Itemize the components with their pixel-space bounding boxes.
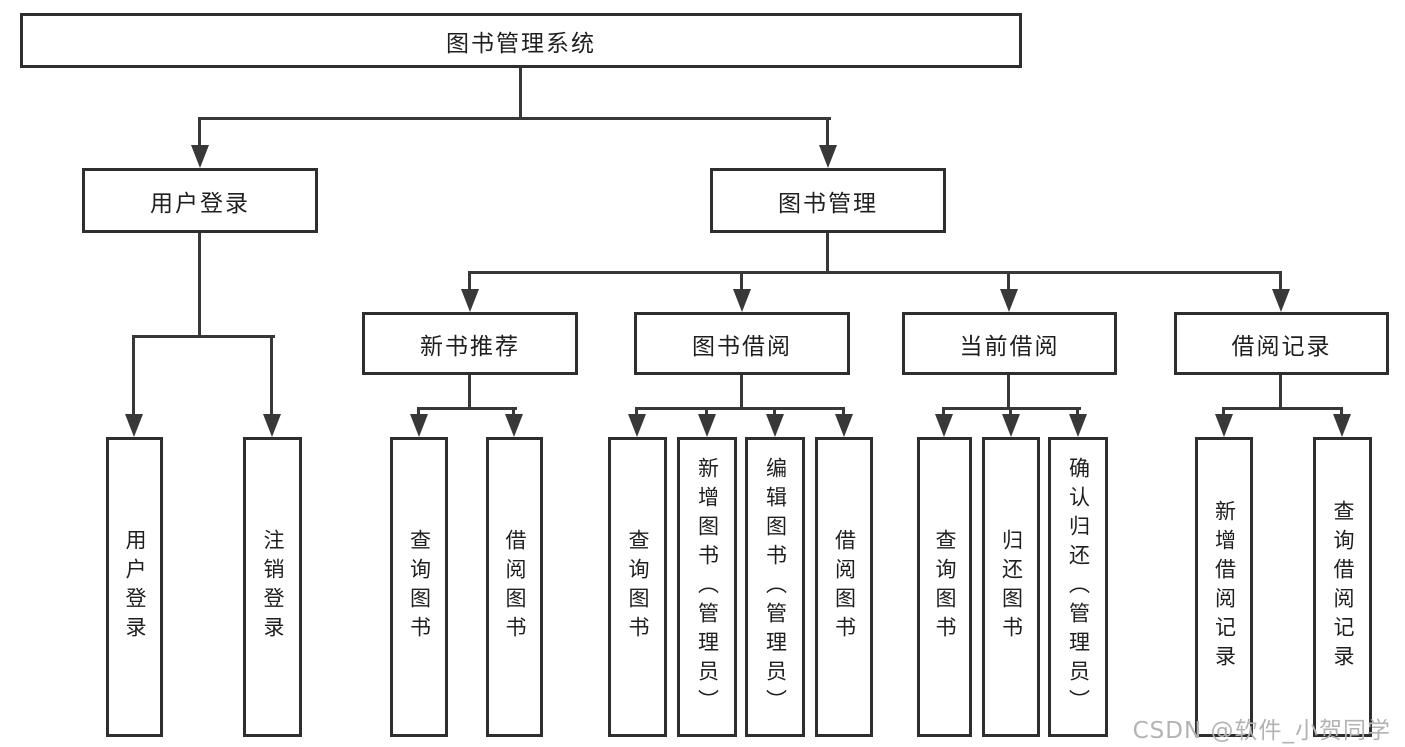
arrow-down-icon [766, 414, 784, 437]
leaf-query-borrow-record: 查询借阅记录 [1313, 437, 1372, 737]
connector-line [826, 118, 829, 148]
arrow-down-icon [1002, 414, 1020, 437]
leaf-return-book: 归还图书 [982, 437, 1040, 737]
connector-line [468, 271, 1282, 274]
connector-line [1076, 408, 1079, 418]
arrow-down-icon [733, 289, 751, 312]
leaf-user-login-label: 用户登录 [123, 529, 148, 645]
arrow-down-icon [819, 145, 837, 168]
arrow-down-icon [835, 414, 853, 437]
leaf-query-book-borrow-label: 查询图书 [626, 529, 651, 645]
leaf-edit-book-admin: 编辑图书（管理员） [745, 437, 805, 737]
leaf-add-book-admin-label: 新增图书（管理员） [695, 456, 720, 718]
connector-line [773, 408, 776, 418]
leaf-query-book-current: 查询图书 [917, 437, 972, 737]
connector-line [1007, 375, 1010, 408]
node-current-borrow: 当前借阅 [902, 312, 1117, 375]
node-book-borrow-label: 图书借阅 [692, 333, 792, 360]
connector-line [468, 272, 471, 292]
node-new-book-recommend: 新书推荐 [362, 312, 578, 375]
connector-line [1222, 407, 1343, 410]
arrow-down-icon [1000, 289, 1018, 312]
connector-line [417, 407, 517, 410]
leaf-logout: 注销登录 [243, 437, 302, 737]
node-borrow-records: 借阅记录 [1174, 312, 1389, 375]
leaf-borrow-book-label: 借阅图书 [832, 529, 857, 645]
node-borrow-records-label: 借阅记录 [1231, 333, 1332, 360]
arrow-down-icon [698, 414, 716, 437]
arrow-down-icon [935, 414, 953, 437]
arrow-down-icon [461, 289, 479, 312]
node-book-management: 图书管理 [710, 168, 946, 233]
connector-line [705, 408, 708, 418]
connector-line [198, 233, 201, 336]
arrow-down-icon [410, 414, 428, 437]
node-current-borrow-label: 当前借阅 [959, 333, 1060, 360]
arrow-down-icon [1333, 414, 1351, 437]
leaf-borrow-book-recommend-label: 借阅图书 [503, 529, 528, 645]
connector-line [198, 118, 201, 148]
connector-line [417, 408, 420, 418]
csdn-watermark: CSDN @软件_小贺同学 [1132, 718, 1391, 744]
node-book-borrow: 图书借阅 [634, 312, 850, 375]
node-root-label: 图书管理系统 [446, 30, 596, 57]
leaf-query-borrow-record-label: 查询借阅记录 [1331, 500, 1356, 674]
node-book-management-label: 图书管理 [778, 190, 878, 217]
connector-line [826, 233, 829, 272]
connector-line [132, 336, 135, 418]
leaf-borrow-book-recommend: 借阅图书 [486, 437, 543, 737]
node-user-login-label: 用户登录 [150, 190, 250, 217]
connector-line [1222, 408, 1225, 418]
node-root: 图书管理系统 [20, 13, 1022, 68]
leaf-add-borrow-record: 新增借阅记录 [1195, 437, 1253, 737]
arrow-down-icon [505, 414, 523, 437]
connector-line [1279, 272, 1282, 292]
leaf-logout-label: 注销登录 [261, 529, 286, 645]
connector-line [1007, 272, 1010, 292]
connector-line [519, 68, 522, 118]
leaf-add-borrow-record-label: 新增借阅记录 [1212, 500, 1237, 674]
connector-line [635, 408, 638, 418]
node-user-login: 用户登录 [82, 168, 318, 233]
arrow-down-icon [263, 414, 281, 437]
connector-line [132, 335, 275, 338]
leaf-edit-book-admin-label: 编辑图书（管理员） [763, 456, 788, 718]
leaf-query-book-borrow: 查询图书 [608, 437, 667, 737]
connector-line [942, 408, 945, 418]
leaf-query-book-recommend: 查询图书 [390, 437, 448, 737]
connector-line [270, 336, 273, 418]
arrow-down-icon [125, 414, 143, 437]
connector-line [635, 407, 845, 410]
node-new-book-recommend-label: 新书推荐 [420, 333, 520, 360]
arrow-down-icon [628, 414, 646, 437]
connector-line [1279, 375, 1282, 408]
connector-line [842, 408, 845, 418]
connector-line [468, 375, 471, 408]
connector-line [512, 408, 515, 418]
arrow-down-icon [191, 145, 209, 168]
leaf-user-login: 用户登录 [106, 437, 163, 737]
leaf-borrow-book: 借阅图书 [815, 437, 873, 737]
arrow-down-icon [1069, 414, 1087, 437]
leaf-confirm-return-admin: 确认归还（管理员） [1048, 437, 1108, 737]
arrow-down-icon [1215, 414, 1233, 437]
leaf-query-book-current-label: 查询图书 [933, 529, 958, 645]
leaf-return-book-label: 归还图书 [999, 529, 1024, 645]
connector-line [1009, 408, 1012, 418]
arrow-down-icon [1272, 289, 1290, 312]
leaf-add-book-admin: 新增图书（管理员） [677, 437, 737, 737]
connector-line [740, 375, 743, 408]
leaf-confirm-return-admin-label: 确认归还（管理员） [1066, 456, 1091, 718]
connector-line [198, 117, 831, 120]
leaf-query-book-recommend-label: 查询图书 [407, 529, 432, 645]
connector-line [1340, 408, 1343, 418]
connector-line [740, 272, 743, 292]
